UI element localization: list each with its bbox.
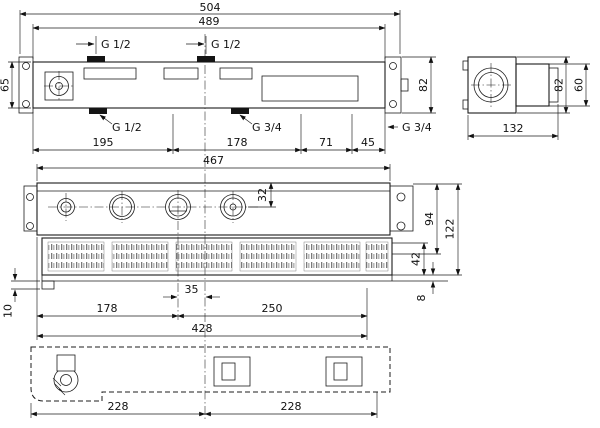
- thread-label-bottom-3: G 3/4: [402, 121, 432, 134]
- screw-hole: [26, 222, 34, 230]
- screw-hole: [396, 192, 406, 202]
- dim-35: 35: [185, 283, 199, 296]
- crosshair: [44, 71, 74, 101]
- dim-body-width: 489: [199, 15, 220, 28]
- clip-head: [56, 354, 76, 372]
- side-view: 82 60 132: [462, 56, 590, 140]
- leader-g34-bottom: [239, 114, 253, 125]
- ext-lines-504: [19, 10, 401, 54]
- plaster-shield-plate: [41, 237, 393, 276]
- clip-hatching: [52, 377, 66, 396]
- top-view-left-bracket: [18, 56, 34, 114]
- instruction-label-panel: [239, 241, 297, 272]
- front-view: [23, 182, 414, 320]
- bottom-port: [89, 108, 107, 114]
- ext-lines-top-ports: [95, 36, 207, 54]
- module-cutout: [325, 356, 363, 387]
- instruction-label-panel: [111, 241, 169, 272]
- plate-bottom-edge: [41, 275, 393, 282]
- module-cutout: [213, 356, 251, 387]
- front-right-bracket: [389, 185, 414, 232]
- port-center-marks: [65, 190, 234, 320]
- clip-outer: [53, 367, 79, 393]
- bottom-port: [231, 108, 249, 114]
- dim-overall-width: 504: [200, 1, 221, 14]
- dim-228-left: 228: [108, 400, 129, 413]
- instruction-label-panel: [303, 241, 361, 272]
- side-outlet-port: [400, 78, 409, 92]
- module-cutout-inner: [333, 362, 348, 381]
- dim-178: 178: [97, 302, 118, 315]
- screw-hole: [389, 62, 397, 70]
- dim-bracket-height: 82: [417, 78, 430, 92]
- dim-250: 250: [262, 302, 283, 315]
- top-view-right-bracket: [384, 56, 402, 114]
- screw-hole: [22, 62, 30, 70]
- screw-hole: [26, 193, 34, 201]
- dim-428: 428: [192, 322, 213, 335]
- dim-port-spacing-195: 195: [93, 136, 114, 149]
- slot: [163, 67, 199, 80]
- plate-left-tab: [41, 280, 55, 290]
- top-view: [18, 56, 409, 114]
- instruction-label-panel: [47, 241, 105, 272]
- dim-42: 42: [410, 252, 423, 266]
- slot: [219, 67, 253, 80]
- dim-port-spacing-178: 178: [227, 136, 248, 149]
- top-view-dimensions: 504 489 G 1/2 G 1/2 65 82 G 1/2 G 3/4 G …: [0, 1, 436, 154]
- side-housing: [515, 63, 550, 107]
- instruction-label-panel: [175, 241, 233, 272]
- thread-label-bottom-1: G 1/2: [112, 121, 142, 134]
- clip-inner: [60, 374, 72, 386]
- side-tab: [462, 60, 469, 71]
- crosshair: [471, 63, 512, 107]
- slot: [83, 67, 137, 80]
- dim-10: 10: [2, 304, 15, 318]
- thread-label-top-1: G 1/2: [101, 38, 131, 51]
- dim-port-offset: 32: [256, 188, 269, 202]
- label-plate: [261, 75, 359, 102]
- screw-hole: [396, 221, 406, 231]
- dim-port-spacing-45: 45: [361, 136, 375, 149]
- screw-hole: [22, 100, 30, 108]
- bottom-outline: [30, 346, 391, 402]
- thread-label-top-2: G 1/2: [211, 38, 241, 51]
- ext-lines-10: [11, 280, 40, 290]
- dim-side-height: 82: [553, 78, 566, 92]
- screw-hole: [389, 100, 397, 108]
- side-housing-cap: [548, 67, 559, 103]
- dim-body-height: 65: [0, 78, 12, 92]
- thread-label-bottom-2: G 3/4: [252, 121, 282, 134]
- ext-lines-60: [549, 63, 590, 107]
- module-cutout-inner: [221, 362, 236, 381]
- side-tab: [462, 99, 469, 110]
- dim-port-spacing-71: 71: [319, 136, 333, 149]
- dim-8: 8: [415, 295, 428, 302]
- dim-228-right: 228: [281, 400, 302, 413]
- top-port: [197, 56, 215, 62]
- leader-g12-bottom: [99, 114, 113, 125]
- ext-lines-82s: [517, 56, 570, 114]
- dim-122: 122: [444, 219, 457, 240]
- dim-housing-height: 60: [573, 78, 586, 92]
- dim-front-width: 467: [203, 154, 224, 167]
- ext-lines-port-spacing: [32, 112, 386, 154]
- instruction-label-panel: [365, 241, 389, 272]
- front-view-dimensions: 467 32 94 122 42 8 35 10 178 250 428: [2, 154, 462, 340]
- ext-lines-489: [32, 24, 386, 59]
- top-port: [87, 56, 105, 62]
- dim-side-depth: 132: [503, 122, 524, 135]
- front-left-bracket: [23, 185, 38, 232]
- bottom-view: 228 228: [30, 346, 391, 418]
- dim-94: 94: [423, 212, 436, 226]
